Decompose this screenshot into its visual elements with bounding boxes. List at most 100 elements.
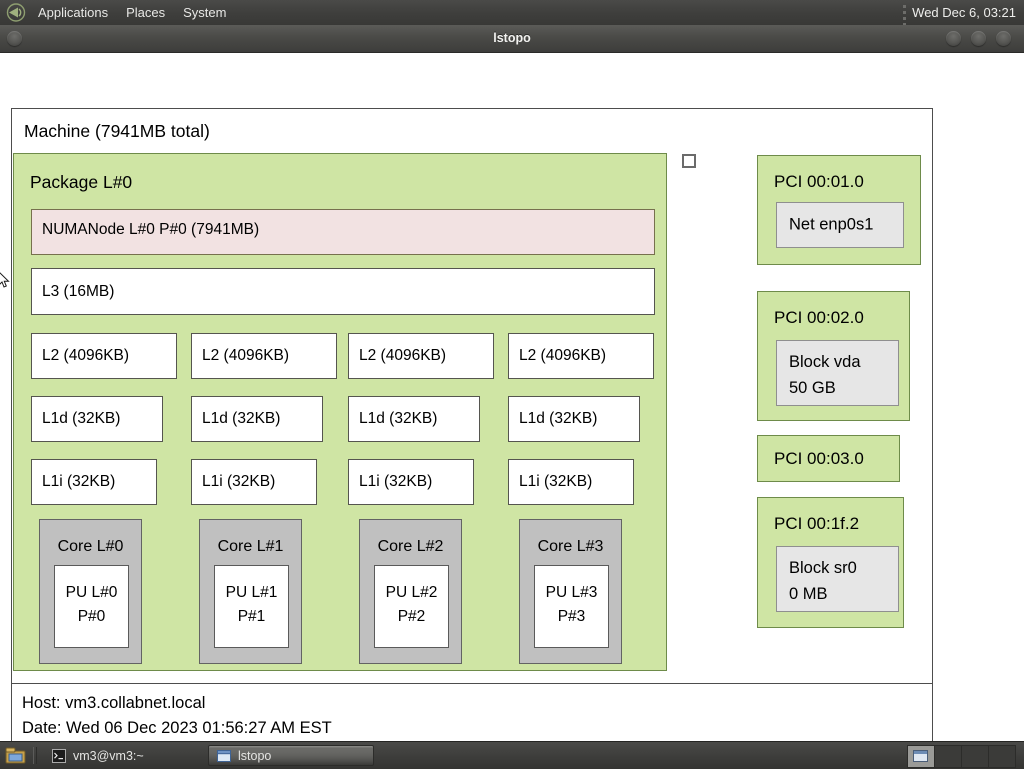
l2-cache-box[interactable]: L2 (4096KB) xyxy=(348,333,494,379)
core-label: Core L#2 xyxy=(377,538,444,555)
pu-label-physical: P#2 xyxy=(397,608,426,625)
terminal-icon xyxy=(52,748,66,763)
core-box[interactable]: Core L#3 PU L#3 P#3 xyxy=(519,519,622,664)
l2-cache-label: L2 (4096KB) xyxy=(359,347,447,364)
pu-box[interactable]: PU L#2 P#2 xyxy=(374,565,449,648)
task-button-lstopo[interactable]: lstopo xyxy=(208,745,374,766)
workspace-1[interactable] xyxy=(908,746,935,767)
l1d-cache-box[interactable]: L1d (32KB) xyxy=(31,396,163,442)
taskbar: vm3@vm3:~ lstopo xyxy=(0,741,1024,769)
l1d-cache-box[interactable]: L1d (32KB) xyxy=(191,396,323,442)
pu-label-physical: P#1 xyxy=(237,608,266,625)
panel-clock[interactable]: Wed Dec 6, 03:21 xyxy=(912,5,1016,20)
pci-device-name: Block sr0 xyxy=(789,559,857,577)
l1d-cache-label: L1d (32KB) xyxy=(42,410,121,427)
pci-box[interactable]: PCI 00:03.0 xyxy=(757,435,900,482)
l2-cache-box[interactable]: L2 (4096KB) xyxy=(191,333,337,379)
l2-cache-label: L2 (4096KB) xyxy=(519,347,607,364)
l1i-cache-label: L1i (32KB) xyxy=(202,473,276,490)
workspace-3[interactable] xyxy=(962,746,989,767)
core-box[interactable]: Core L#2 PU L#2 P#2 xyxy=(359,519,462,664)
pci-label: PCI 00:03.0 xyxy=(774,449,864,468)
pci-box[interactable]: PCI 00:01.0 Net enp0s1 xyxy=(757,155,921,265)
window-menu-icon[interactable] xyxy=(7,31,22,46)
numanode-box[interactable]: NUMANode L#0 P#0 (7941MB) xyxy=(31,209,655,255)
pci-label: PCI 00:1f.2 xyxy=(774,514,860,533)
pci-device-size: 50 GB xyxy=(789,379,836,397)
mouse-cursor-icon xyxy=(0,272,10,288)
gnome-foot-icon[interactable] xyxy=(5,3,27,22)
topology-canvas: Machine (7941MB total) Package L#0 NUMAN… xyxy=(0,53,1024,742)
l1d-cache-label: L1d (32KB) xyxy=(519,410,598,427)
legend-date: Date: Wed 06 Dec 2023 01:56:27 AM EST xyxy=(22,719,332,737)
pci-label: PCI 00:01.0 xyxy=(774,172,864,191)
pu-label-logical: PU L#0 xyxy=(65,584,118,601)
window-titlebar[interactable]: lstopo xyxy=(0,25,1024,53)
pci-box[interactable]: PCI 00:02.0 Block vda 50 GB xyxy=(757,291,910,421)
l1d-cache-box[interactable]: L1d (32KB) xyxy=(348,396,480,442)
legend-box: Host: vm3.collabnet.local Date: Wed 06 D… xyxy=(11,683,933,742)
l3-cache-box[interactable]: L3 (16MB) xyxy=(31,268,655,315)
pci-label: PCI 00:02.0 xyxy=(774,308,864,327)
taskbar-separator xyxy=(33,747,37,764)
l1d-cache-label: L1d (32KB) xyxy=(202,410,281,427)
pu-box[interactable]: PU L#0 P#0 xyxy=(54,565,129,648)
core-box[interactable]: Core L#1 PU L#1 P#1 xyxy=(199,519,302,664)
task-label: vm3@vm3:~ xyxy=(73,748,144,763)
numanode-label: NUMANode L#0 P#0 (7941MB) xyxy=(42,221,260,238)
menu-system[interactable]: System xyxy=(183,5,227,20)
task-label: lstopo xyxy=(238,748,272,763)
l1i-cache-box[interactable]: L1i (32KB) xyxy=(191,459,317,505)
gnome-top-panel: Applications Places System Wed Dec 6, 03… xyxy=(0,0,1024,26)
l2-cache-box[interactable]: L2 (4096KB) xyxy=(508,333,654,379)
show-desktop-icon[interactable] xyxy=(5,746,27,765)
pci-box[interactable]: PCI 00:1f.2 Block sr0 0 MB xyxy=(757,497,904,628)
l2-cache-label: L2 (4096KB) xyxy=(202,347,290,364)
window-icon xyxy=(217,749,231,763)
window-title: lstopo xyxy=(493,31,531,45)
l1i-cache-box[interactable]: L1i (32KB) xyxy=(508,459,634,505)
pci-device-size: 0 MB xyxy=(789,585,828,603)
task-button-terminal[interactable]: vm3@vm3:~ xyxy=(44,745,204,766)
pci-device-box[interactable]: Block sr0 0 MB xyxy=(776,546,899,612)
panel-grip-handle[interactable] xyxy=(903,5,906,26)
pu-label-logical: PU L#2 xyxy=(385,584,438,601)
workspace-window-thumb xyxy=(913,750,928,762)
pci-device-name: Net enp0s1 xyxy=(789,215,874,234)
close-icon[interactable] xyxy=(996,31,1011,46)
l2-cache-box[interactable]: L2 (4096KB) xyxy=(31,333,177,379)
core-label: Core L#1 xyxy=(217,538,284,555)
legend-host: Host: vm3.collabnet.local xyxy=(22,694,206,712)
pci-device-box[interactable]: Block vda 50 GB xyxy=(776,340,899,406)
l1i-cache-label: L1i (32KB) xyxy=(519,473,593,490)
core-label: Core L#3 xyxy=(537,538,604,555)
l1d-cache-label: L1d (32KB) xyxy=(359,410,438,427)
pci-device-box[interactable]: Net enp0s1 xyxy=(776,202,904,248)
l1i-cache-label: L1i (32KB) xyxy=(359,473,433,490)
l1i-cache-box[interactable]: L1i (32KB) xyxy=(31,459,157,505)
pu-box[interactable]: PU L#3 P#3 xyxy=(534,565,609,648)
pci-device-name: Block vda xyxy=(789,353,861,371)
menu-places[interactable]: Places xyxy=(126,5,166,20)
minimize-icon[interactable] xyxy=(946,31,961,46)
l2-cache-label: L2 (4096KB) xyxy=(42,347,130,364)
l1i-cache-label: L1i (32KB) xyxy=(42,473,116,490)
pu-label-physical: P#3 xyxy=(557,608,586,625)
machine-label: Machine (7941MB total) xyxy=(24,121,210,141)
l1d-cache-box[interactable]: L1d (32KB) xyxy=(508,396,640,442)
pu-label-logical: PU L#3 xyxy=(545,584,598,601)
pu-label-physical: P#0 xyxy=(77,608,106,625)
pu-box[interactable]: PU L#1 P#1 xyxy=(214,565,289,648)
l1i-cache-box[interactable]: L1i (32KB) xyxy=(348,459,474,505)
pu-label-logical: PU L#1 xyxy=(225,584,278,601)
workspace-4[interactable] xyxy=(989,746,1015,767)
package-label: Package L#0 xyxy=(30,172,133,192)
lstopo-window: lstopo Machine (7941MB total) Package L#… xyxy=(0,25,1024,742)
core-label: Core L#0 xyxy=(57,538,124,555)
workspace-switcher[interactable] xyxy=(907,745,1016,768)
core-box[interactable]: Core L#0 PU L#0 P#0 xyxy=(39,519,142,664)
maximize-icon[interactable] xyxy=(971,31,986,46)
workspace-2[interactable] xyxy=(935,746,962,767)
pci-root-node[interactable] xyxy=(682,154,696,168)
menu-applications[interactable]: Applications xyxy=(38,5,109,20)
